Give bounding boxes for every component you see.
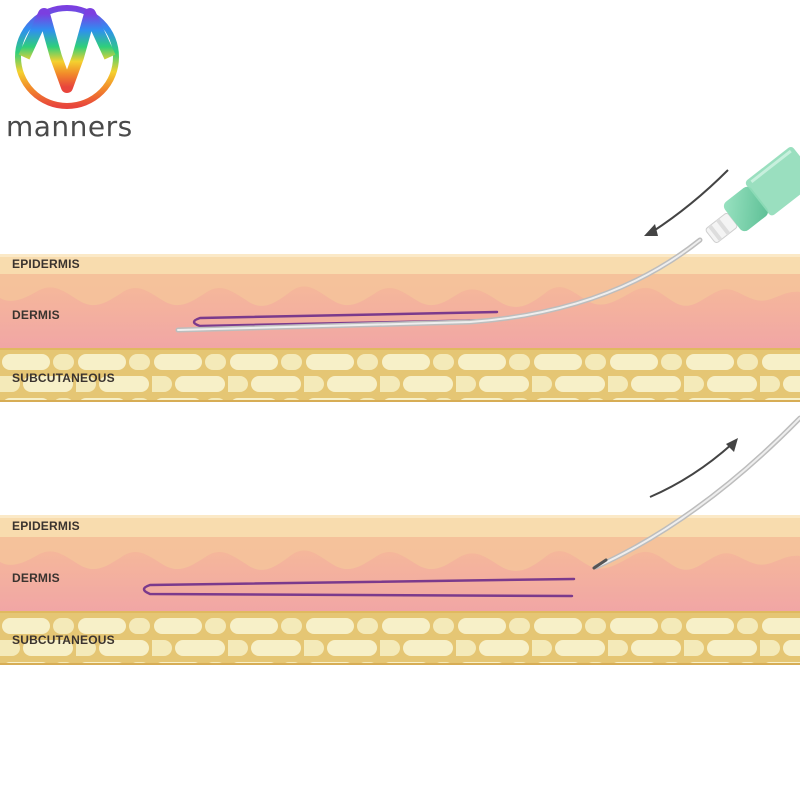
epidermis-label-1: EPIDERMIS	[12, 257, 80, 271]
arrow-inward-icon	[644, 169, 729, 236]
skin-panel-2	[0, 415, 800, 665]
epidermis-layer	[0, 254, 800, 274]
subcutaneous-label-2: SUBCUTANEOUS	[12, 633, 115, 647]
epidermis-label-2: EPIDERMIS	[12, 519, 80, 533]
syringe-hub	[705, 147, 800, 244]
subcutaneous-layer	[0, 611, 800, 665]
rainbow-m-logo-icon	[15, 5, 119, 109]
dermis-layer	[0, 274, 800, 348]
dermis-label-2: DERMIS	[12, 571, 60, 585]
epidermis-layer	[0, 515, 800, 537]
pdo-thread	[142, 577, 576, 598]
dermis-label-1: DERMIS	[12, 308, 60, 322]
subcutaneous-label-1: SUBCUTANEOUS	[12, 371, 115, 385]
skin-panel-1	[0, 147, 800, 402]
brand-name: manners	[6, 110, 133, 143]
arrow-outward-icon	[649, 438, 738, 498]
pdo-thread	[192, 310, 499, 328]
dermis-layer	[0, 537, 800, 611]
subcutaneous-layer	[0, 348, 800, 402]
